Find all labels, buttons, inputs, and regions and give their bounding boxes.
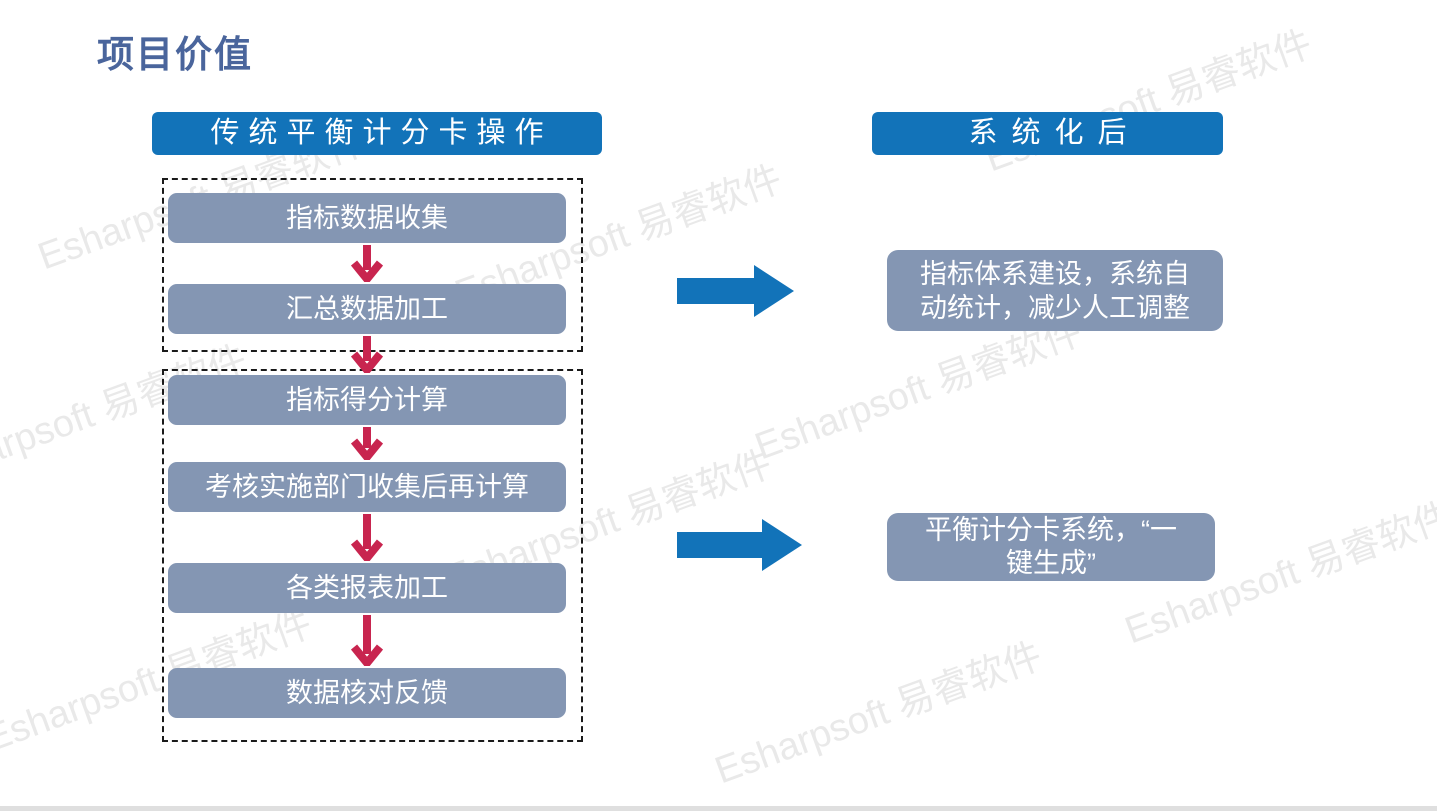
result-box-1: 指标体系建设，系统自 动统计，减少人工调整 bbox=[887, 250, 1223, 331]
traditional-group-2 bbox=[162, 369, 583, 742]
step-box-2: 汇总数据加工 bbox=[168, 284, 566, 334]
right-arrow-icon bbox=[677, 518, 803, 572]
right-arrow-icon bbox=[677, 264, 795, 318]
down-arrow-icon bbox=[351, 427, 383, 460]
watermark: Esharpsoft 易睿软件 bbox=[979, 23, 1318, 181]
result-box-2-line-1: 平衡计分卡系统，“一 bbox=[925, 515, 1177, 545]
step-box-3: 指标得分计算 bbox=[168, 375, 566, 425]
down-arrow-icon bbox=[351, 336, 383, 373]
step-box-6: 数据核对反馈 bbox=[168, 668, 566, 718]
left-column-header: 传统平衡计分卡操作 bbox=[152, 112, 602, 155]
slide-bottom-edge bbox=[0, 806, 1437, 811]
step-box-4: 考核实施部门收集后再计算 bbox=[168, 462, 566, 512]
traditional-group-1 bbox=[162, 178, 583, 352]
step-box-5: 各类报表加工 bbox=[168, 563, 566, 613]
down-arrow-icon bbox=[351, 615, 383, 666]
result-box-1-line-2: 动统计，减少人工调整 bbox=[920, 292, 1190, 323]
right-column-header: 系统化后 bbox=[872, 112, 1223, 155]
down-arrow-icon bbox=[351, 245, 383, 282]
watermark: Esharpsoft 易睿软件 bbox=[709, 635, 1048, 793]
result-box-1-line-1: 指标体系建设，系统自 bbox=[920, 258, 1190, 289]
page-title: 项目价值 bbox=[97, 34, 253, 75]
result-box-2-line-2: 键生成” bbox=[1006, 548, 1096, 578]
result-box-2: 平衡计分卡系统，“一 键生成” bbox=[887, 513, 1215, 581]
step-box-1: 指标数据收集 bbox=[168, 193, 566, 243]
down-arrow-icon bbox=[351, 514, 383, 561]
